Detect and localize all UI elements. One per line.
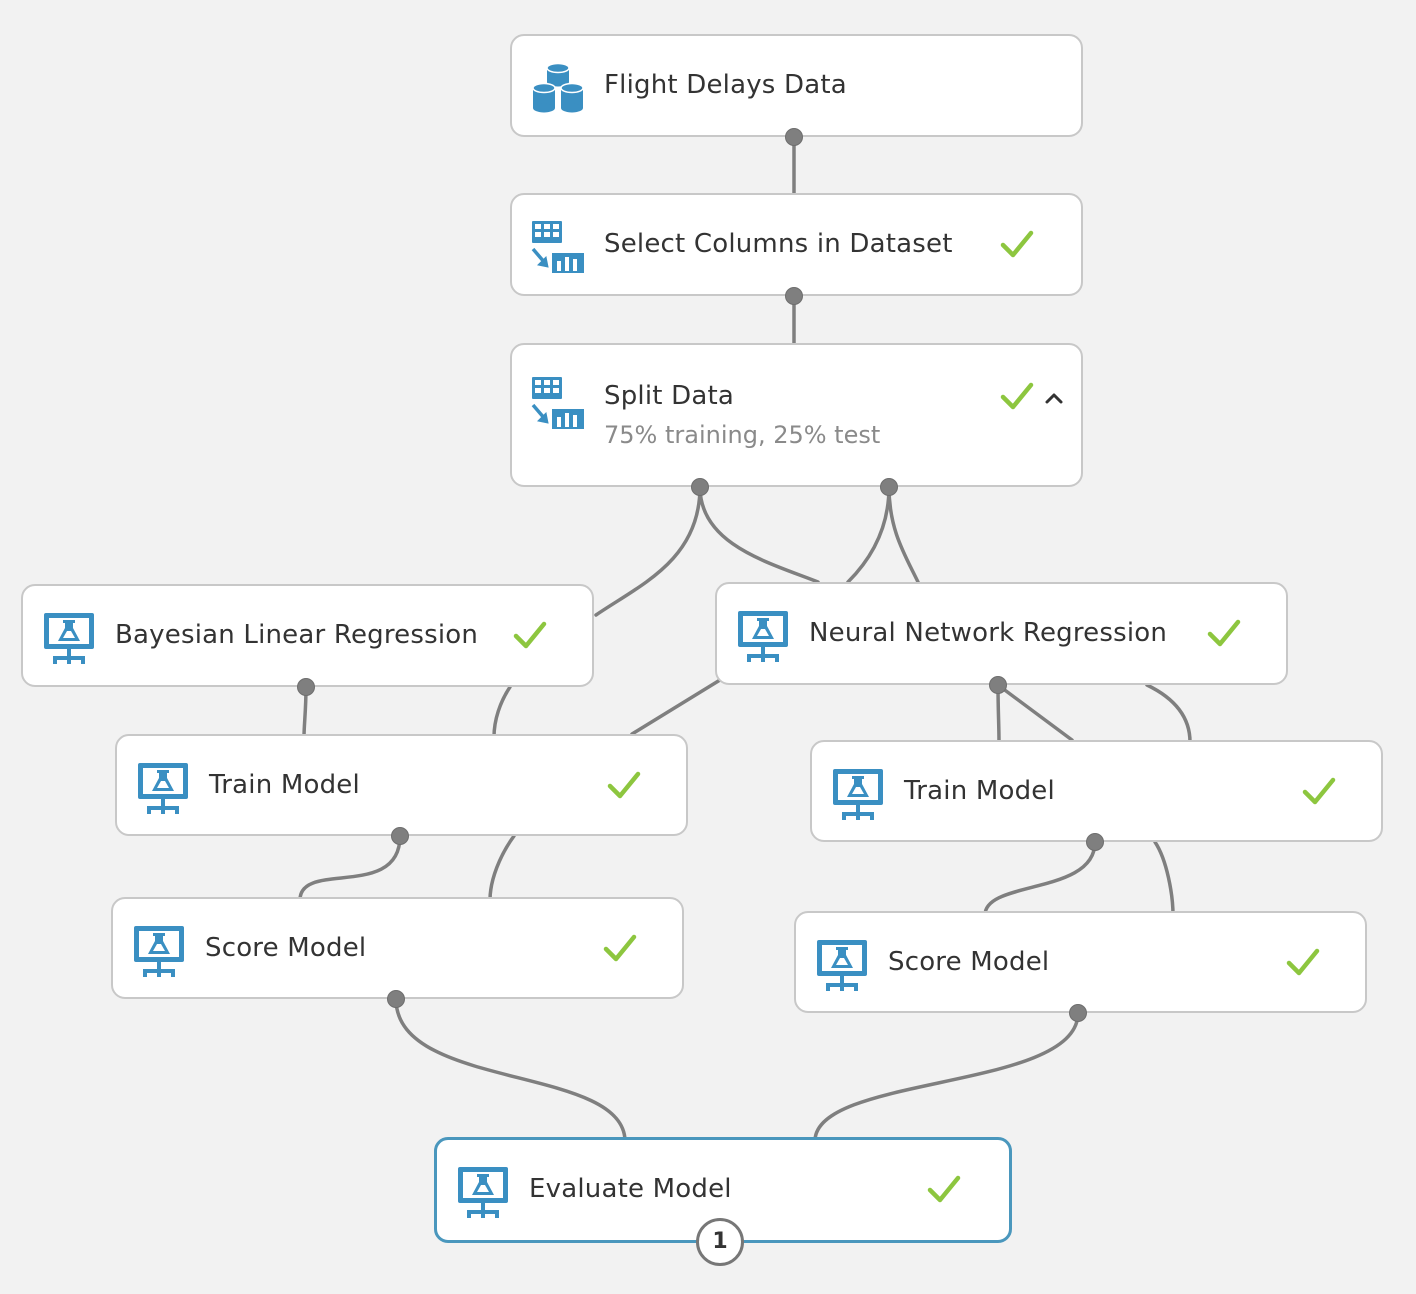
module-split-data[interactable]: Split Data 75% training, 25% test: [510, 343, 1083, 487]
connection: [846, 485, 891, 584]
output-port[interactable]: [1069, 1004, 1087, 1022]
data-transform-icon: [530, 219, 586, 275]
module-flight-delays-data[interactable]: Flight Delays Data: [510, 34, 1083, 137]
module-title: Train Model: [209, 770, 360, 800]
module-title: Bayesian Linear Regression: [115, 620, 479, 650]
ml-module-icon: [135, 760, 191, 816]
checkmark-icon: [927, 1174, 961, 1204]
ml-module-icon: [41, 610, 97, 666]
output-count-badge[interactable]: 1: [696, 1218, 744, 1266]
ml-module-icon: [735, 608, 791, 664]
ml-module-icon: [131, 923, 187, 979]
module-parameters-summary: 75% training, 25% test: [604, 421, 881, 449]
checkmark-icon: [513, 620, 547, 650]
checkmark-icon: [607, 770, 641, 800]
ml-module-icon: [830, 766, 886, 822]
connection: [1153, 840, 1175, 917]
module-title: Neural Network Regression: [809, 618, 1168, 648]
output-port-test[interactable]: [880, 478, 898, 496]
module-title: Split Data: [604, 381, 734, 411]
dataset-icon: [530, 60, 586, 116]
output-port[interactable]: [391, 827, 409, 845]
output-port[interactable]: [1086, 833, 1104, 851]
connection: [1145, 683, 1192, 744]
connection: [394, 997, 627, 1142]
module-score-model-right[interactable]: Score Model: [794, 911, 1367, 1013]
module-neural-network-regression[interactable]: Neural Network Regression: [715, 582, 1288, 685]
module-score-model-left[interactable]: Score Model: [111, 897, 684, 999]
connection: [594, 485, 702, 617]
output-port[interactable]: [785, 287, 803, 305]
connection: [630, 678, 722, 736]
module-bayesian-linear-regression[interactable]: Bayesian Linear Regression: [21, 584, 594, 687]
output-port[interactable]: [989, 676, 1007, 694]
checkmark-icon: [1000, 229, 1034, 259]
output-port[interactable]: [297, 678, 315, 696]
connection: [983, 840, 1097, 917]
module-title: Flight Delays Data: [604, 70, 847, 100]
chevron-up-icon[interactable]: [1044, 391, 1064, 405]
connection: [887, 485, 920, 584]
module-title: Evaluate Model: [529, 1174, 732, 1204]
connection: [298, 834, 402, 902]
connection: [488, 834, 516, 902]
connection: [996, 683, 1074, 742]
checkmark-icon: [603, 933, 637, 963]
output-port-training[interactable]: [691, 478, 709, 496]
checkmark-icon: [1286, 947, 1320, 977]
module-select-columns[interactable]: Select Columns in Dataset: [510, 193, 1083, 296]
module-train-model-right[interactable]: Train Model: [810, 740, 1383, 842]
checkmark-icon: [1207, 618, 1241, 648]
output-port[interactable]: [785, 128, 803, 146]
connection: [698, 485, 820, 584]
ml-module-icon: [455, 1164, 511, 1220]
module-title: Train Model: [904, 776, 1055, 806]
connection: [813, 1011, 1080, 1142]
checkmark-icon: [1000, 381, 1034, 411]
module-title: Score Model: [888, 947, 1050, 977]
module-title: Score Model: [205, 933, 367, 963]
module-title: Select Columns in Dataset: [604, 229, 953, 259]
data-transform-icon: [530, 375, 586, 431]
module-train-model-left[interactable]: Train Model: [115, 734, 688, 836]
ml-module-icon: [814, 937, 870, 993]
output-port[interactable]: [387, 990, 405, 1008]
checkmark-icon: [1302, 776, 1336, 806]
connection: [492, 685, 512, 739]
